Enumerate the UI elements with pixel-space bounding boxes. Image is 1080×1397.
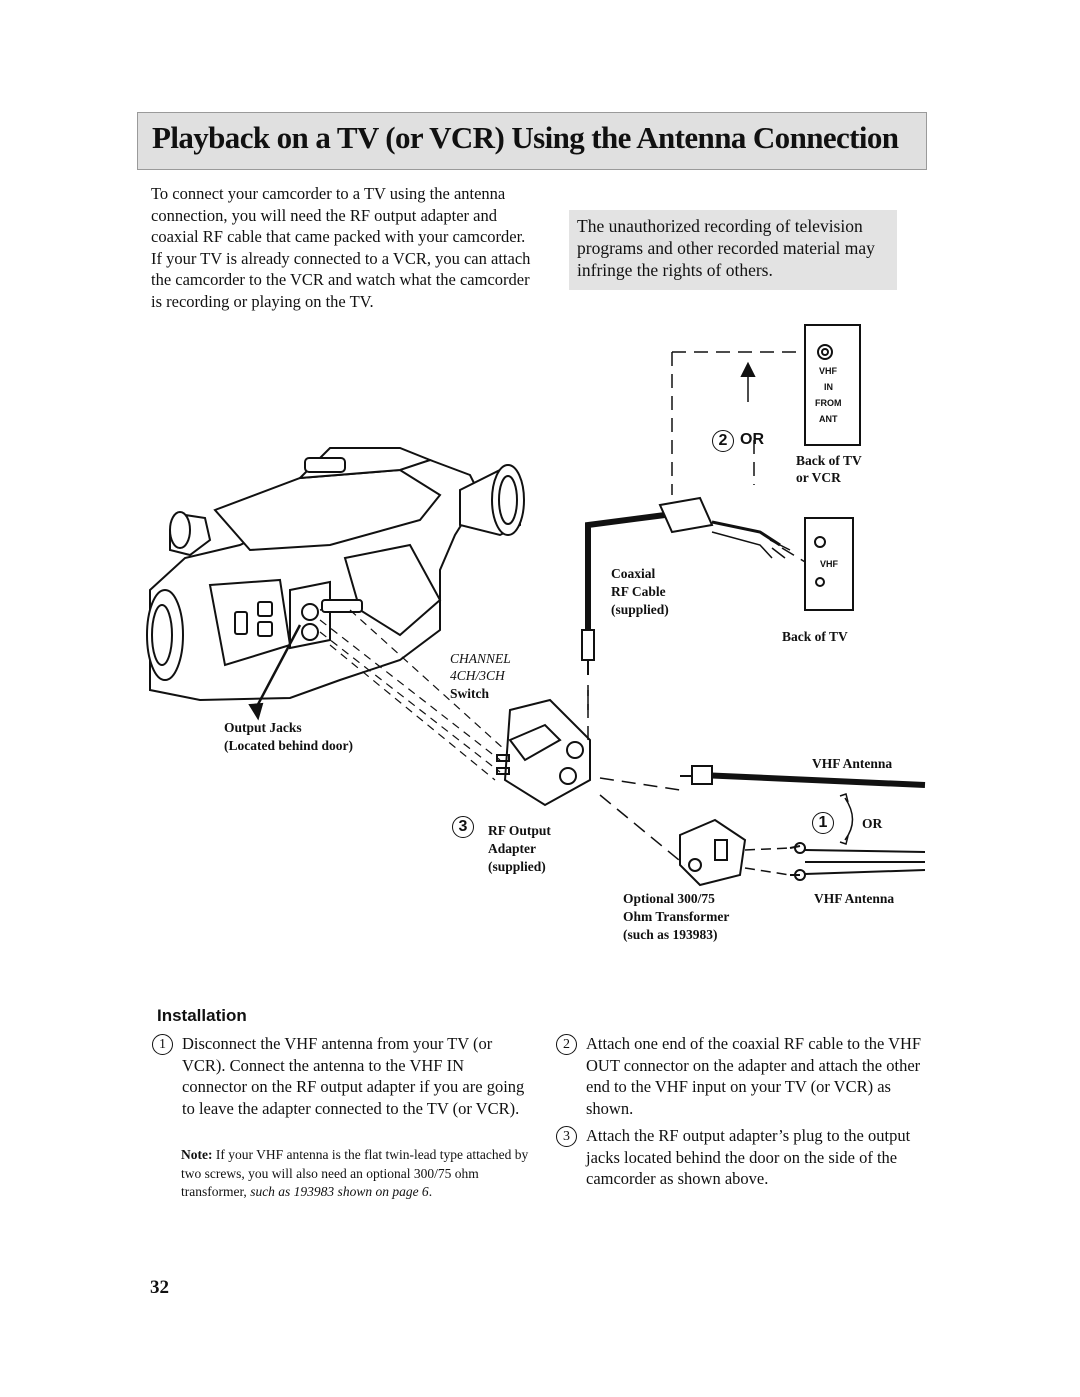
intro-paragraph: To connect your camcorder to a TV using … — [151, 184, 531, 311]
rf-output-adapter — [496, 698, 591, 807]
label-output-jacks: Output Jacks — [224, 720, 302, 735]
jack-label-in: IN — [824, 382, 833, 392]
installation-heading: Installation — [157, 1006, 247, 1025]
label-back-tv-vcr-1: Back of TV — [796, 453, 862, 468]
diagram-step-2: 2 — [712, 430, 734, 452]
label-switch: Switch — [450, 686, 490, 701]
label-vhf-antenna-top: VHF Antenna — [812, 756, 893, 771]
ohm-transformer — [679, 818, 747, 887]
coaxial-cable — [585, 512, 666, 630]
step-3-text: Attach the RF output adapter’s plug to t… — [586, 1126, 911, 1188]
vhf-jack-plate — [804, 517, 854, 611]
vhf-in-jack-plate — [804, 324, 861, 446]
diagram-or-label-bottom: OR — [862, 816, 883, 831]
installation-step-2: 2 Attach one end of the coaxial RF cable… — [556, 1033, 926, 1119]
label-optional-transformer: Optional 300/75 — [623, 891, 715, 906]
note-label: Note: — [181, 1147, 213, 1162]
installation-note: Note: If your VHF antenna is the flat tw… — [181, 1147, 529, 1199]
step-2-number: 2 — [556, 1034, 577, 1055]
page-number: 32 — [150, 1277, 169, 1298]
step-3-number: 3 — [556, 1126, 577, 1147]
jack-label-from: FROM — [815, 398, 842, 408]
label-coaxial: Coaxial — [611, 566, 656, 581]
label-back-tv: Back of TV — [782, 629, 848, 644]
diagram-step-3: 3 — [452, 816, 474, 838]
installation-step-1: 1 Disconnect the VHF antenna from your T… — [152, 1033, 532, 1119]
label-located-behind-door: (Located behind door) — [224, 738, 354, 753]
step-1-number: 1 — [152, 1034, 173, 1055]
label-rf-cable: RF Cable — [611, 584, 666, 599]
label-supplied-adapter: (supplied) — [488, 859, 546, 874]
note-reference: such as 193983 shown on page 6 — [250, 1184, 429, 1199]
adapter-guide-lines — [319, 609, 506, 781]
label-adapter: Adapter — [488, 841, 536, 856]
label-ohm-transformer: Ohm Transformer — [623, 909, 730, 924]
copyright-notice: The unauthorized recording of television… — [569, 210, 897, 290]
jack-label-ant: ANT — [819, 414, 838, 424]
note-text: If your VHF antenna is the flat twin-lea… — [181, 1147, 529, 1199]
installation-step-3: 3 Attach the RF output adapter’s plug to… — [556, 1125, 926, 1190]
step-2-text: Attach one end of the coaxial RF cable t… — [586, 1034, 922, 1118]
title-bar: Playback on a TV (or VCR) Using the Ante… — [137, 112, 927, 170]
label-back-tv-vcr-2: or VCR — [796, 470, 841, 485]
diagram-or-label-top: OR — [740, 431, 764, 448]
diagram-step-1: 1 — [812, 812, 834, 834]
diagram-drawing — [146, 324, 926, 887]
step-1-text: Disconnect the VHF antenna from your TV … — [182, 1034, 525, 1118]
connection-diagram: VHF IN FROM ANT VHF 2 OR Back of TV or V… — [0, 300, 1080, 970]
label-such-as: (such as 193983) — [623, 927, 718, 942]
page-title: Playback on a TV (or VCR) Using the Ante… — [152, 120, 899, 155]
label-supplied-cable: (supplied) — [611, 602, 669, 617]
label-channel: CHANNEL — [450, 651, 511, 666]
label-vhf-antenna-bottom: VHF Antenna — [814, 891, 895, 906]
jack-label-vhf: VHF — [819, 366, 837, 376]
vhf-antenna-cable — [699, 772, 926, 788]
camcorder-illustration — [146, 447, 525, 721]
label-4ch-3ch: 4CH/3CH — [450, 668, 505, 683]
label-rf-output: RF Output — [488, 823, 551, 838]
jack-bottom-label-vhf: VHF — [820, 559, 838, 569]
